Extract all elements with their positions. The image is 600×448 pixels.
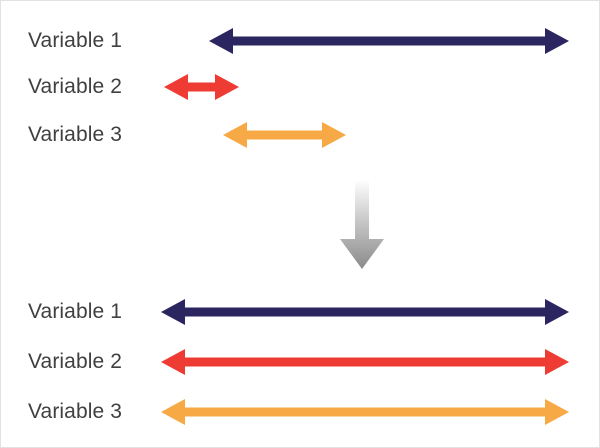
label-top-variable-1: Variable 1 — [28, 29, 123, 52]
double-headed-arrow-icon — [161, 399, 569, 425]
label-bottom-variable-2: Variable 2 — [28, 350, 123, 373]
label-top-variable-2: Variable 2 — [28, 75, 123, 98]
row-bottom-variable-2: Variable 2 — [1, 337, 599, 387]
row-bottom-variable-3: Variable 3 — [1, 387, 599, 437]
bottom-group: Variable 1 Variable 2 Variable 3 — [1, 287, 599, 447]
double-headed-arrow-icon — [209, 28, 569, 54]
arrow-bottom-variable-2 — [161, 337, 569, 387]
down-arrow-icon — [340, 181, 384, 269]
label-top-variable-3: Variable 3 — [28, 123, 123, 146]
row-top-variable-2: Variable 2 — [1, 62, 599, 112]
arrow-bottom-variable-3 — [161, 387, 569, 437]
row-top-variable-1: Variable 1 — [1, 16, 599, 66]
arrow-top-variable-3 — [223, 110, 346, 160]
arrow-top-variable-1 — [209, 16, 569, 66]
divider-down-arrow — [339, 181, 385, 269]
arrow-bottom-variable-1 — [161, 287, 569, 337]
top-group: Variable 1 Variable 2 Variable 3 — [1, 1, 599, 171]
row-bottom-variable-1: Variable 1 — [1, 287, 599, 337]
row-top-variable-3: Variable 3 — [1, 110, 599, 160]
double-headed-arrow-icon — [161, 349, 569, 375]
double-headed-arrow-icon — [223, 122, 346, 148]
label-bottom-variable-1: Variable 1 — [28, 300, 123, 323]
double-headed-arrow-icon — [161, 299, 569, 325]
arrow-top-variable-2 — [164, 62, 239, 112]
label-bottom-variable-3: Variable 3 — [28, 400, 123, 423]
double-headed-arrow-icon — [164, 74, 239, 100]
